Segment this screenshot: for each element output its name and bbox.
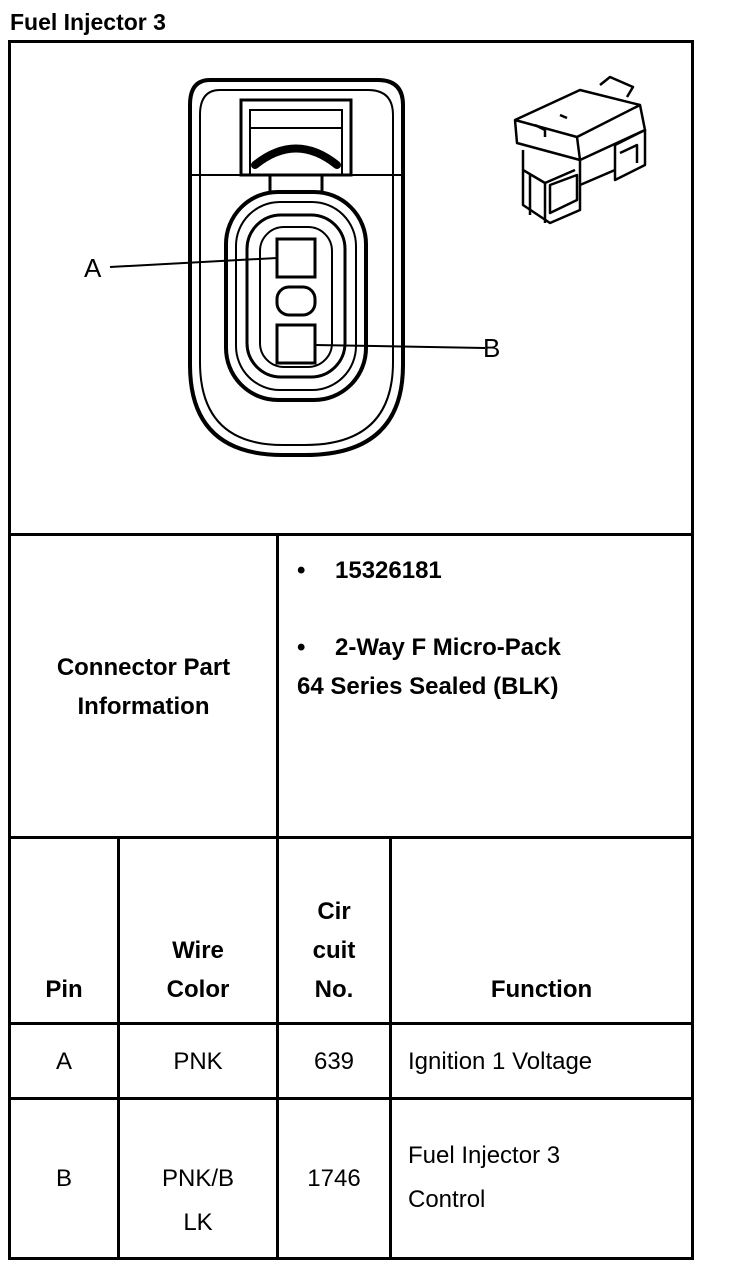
connector-description-line2: 64 Series Sealed (BLK) xyxy=(297,673,559,700)
connector-info-label: Connector Part Information xyxy=(56,654,231,720)
row-b-wire-color: PNK/B LK xyxy=(161,1165,235,1236)
divider-diagram-info xyxy=(8,533,694,536)
header-wire-color: Wire Color xyxy=(166,937,230,1003)
row-a-wire-color: PNK xyxy=(173,1048,223,1075)
connector-face-diagram: A B xyxy=(84,78,500,457)
header-pin: Pin xyxy=(45,976,83,1003)
divider-info-table xyxy=(8,836,694,839)
header-function: Function xyxy=(490,976,593,1003)
divider-info-columns xyxy=(276,533,279,839)
pin-a-callout: A xyxy=(84,253,102,283)
divider-header-row-a xyxy=(8,1022,694,1025)
divider-row-a-row-b xyxy=(8,1097,694,1100)
row-a-circuit: 639 xyxy=(313,1048,355,1075)
divider-circuit-column xyxy=(389,836,392,1260)
pin-b-callout: B xyxy=(483,333,500,363)
description-bullet: • xyxy=(297,634,306,661)
row-b-function: Fuel Injector 3 Control xyxy=(408,1142,561,1213)
header-circuit-number: Cir cuit No. xyxy=(312,898,356,1003)
row-a-pin: A xyxy=(55,1048,72,1075)
row-b-pin: B xyxy=(55,1165,72,1192)
divider-color-column xyxy=(276,836,279,1260)
divider-pin-column xyxy=(117,836,120,1260)
row-b-circuit: 1746 xyxy=(307,1165,361,1192)
part-number: 15326181 xyxy=(335,557,442,584)
page-title: Fuel Injector 3 xyxy=(10,9,166,35)
connector-isometric-icon xyxy=(513,75,647,225)
row-a-function: Ignition 1 Voltage xyxy=(408,1048,593,1075)
connector-description-line1: 2-Way F Micro-Pack xyxy=(335,634,561,661)
part-number-bullet: • xyxy=(297,557,306,584)
connector-table-frame xyxy=(8,40,694,1260)
